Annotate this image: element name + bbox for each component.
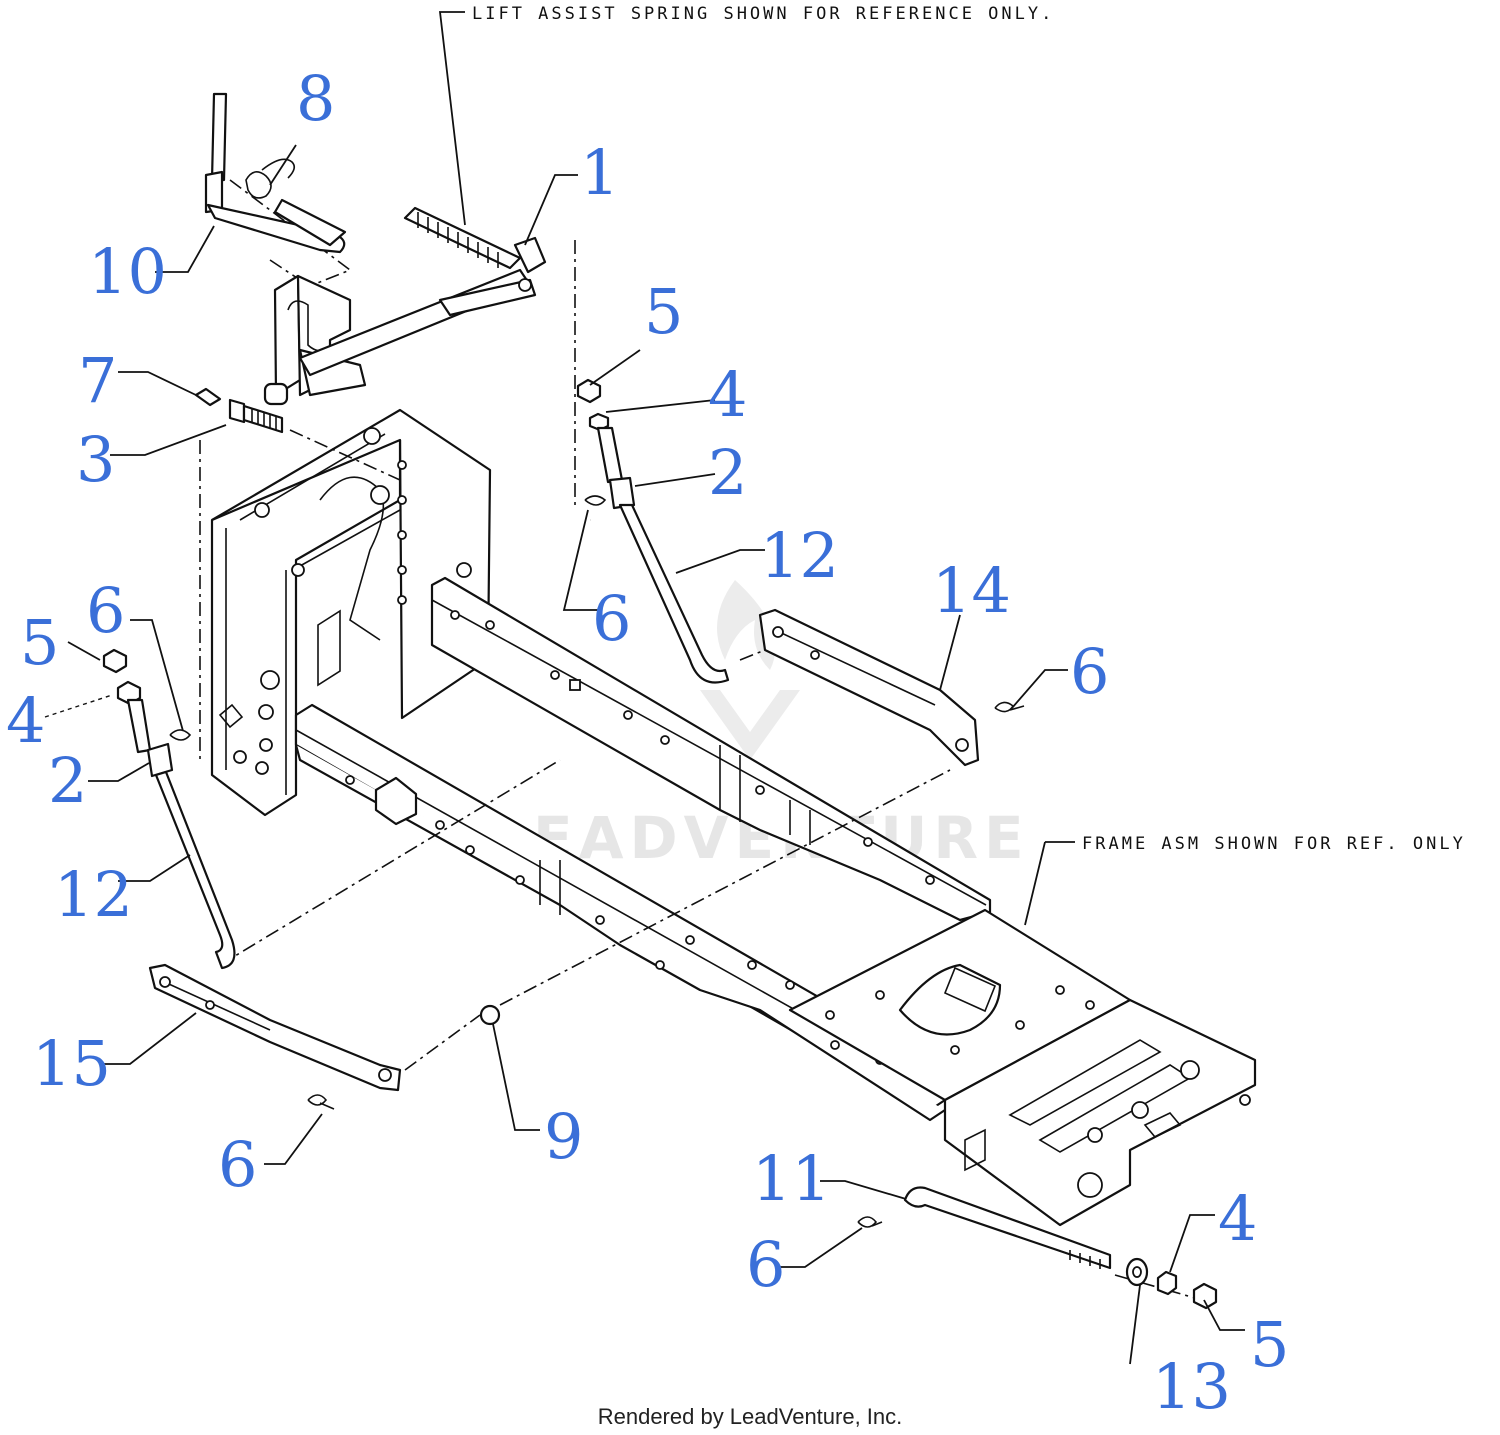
- part-rear-lift-rod: [857, 1186, 1218, 1310]
- callout-8: 8: [296, 62, 335, 135]
- callout-6: 6: [592, 582, 631, 655]
- part-rear-lift-plate: [758, 608, 1025, 767]
- part-washer: [479, 1004, 501, 1026]
- callout-6: 6: [746, 1228, 785, 1301]
- callout-6: 6: [86, 574, 125, 647]
- callouts: 8 1 10 5 7 4 3 2 12 6 14 6 6 5 4 2 12 15…: [6, 62, 1289, 1423]
- part-spring-clip: [245, 158, 296, 199]
- callout-7: 7: [78, 344, 117, 417]
- callout-11: 11: [752, 1142, 831, 1215]
- callout-2: 2: [48, 744, 87, 817]
- callout-15: 15: [32, 1027, 111, 1100]
- callout-5: 5: [644, 275, 683, 348]
- part-lift-link-left: [102, 648, 236, 970]
- callout-6: 6: [218, 1128, 257, 1201]
- callout-4: 4: [708, 358, 747, 431]
- callout-14: 14: [932, 554, 1011, 627]
- part-lift-assist-spring: [403, 206, 547, 292]
- callout-1: 1: [580, 136, 619, 209]
- callout-12: 12: [54, 858, 133, 931]
- part-pivot-bolt: [194, 387, 284, 434]
- callout-5: 5: [1250, 1308, 1289, 1381]
- assembly-center-lines: [44, 179, 1196, 1299]
- part-front-lift-plate: [148, 963, 402, 1110]
- callout-2: 2: [708, 436, 747, 509]
- frame-assembly: [210, 408, 1257, 1227]
- callout-6: 6: [1070, 635, 1109, 708]
- callout-9: 9: [544, 1100, 583, 1173]
- callout-10: 10: [88, 235, 167, 308]
- callout-3: 3: [76, 423, 115, 496]
- lift-assist-note: LIFT ASSIST SPRING SHOWN FOR REFERENCE O…: [472, 4, 1054, 24]
- footer-credit: Rendered by LeadVenture, Inc.: [598, 1404, 903, 1429]
- leader-lines: [67, 11, 1245, 1365]
- callout-12: 12: [760, 519, 839, 592]
- part-lift-handle: [204, 92, 347, 254]
- callout-5: 5: [20, 606, 59, 679]
- callout-4: 4: [1218, 1182, 1257, 1255]
- callout-4: 4: [6, 684, 45, 757]
- part-lever-bracket: [263, 268, 537, 406]
- frame-asm-note: FRAME ASM SHOWN FOR REF. ONLY: [1082, 834, 1466, 854]
- part-lift-link-right: [576, 378, 730, 684]
- callout-13: 13: [1152, 1350, 1231, 1423]
